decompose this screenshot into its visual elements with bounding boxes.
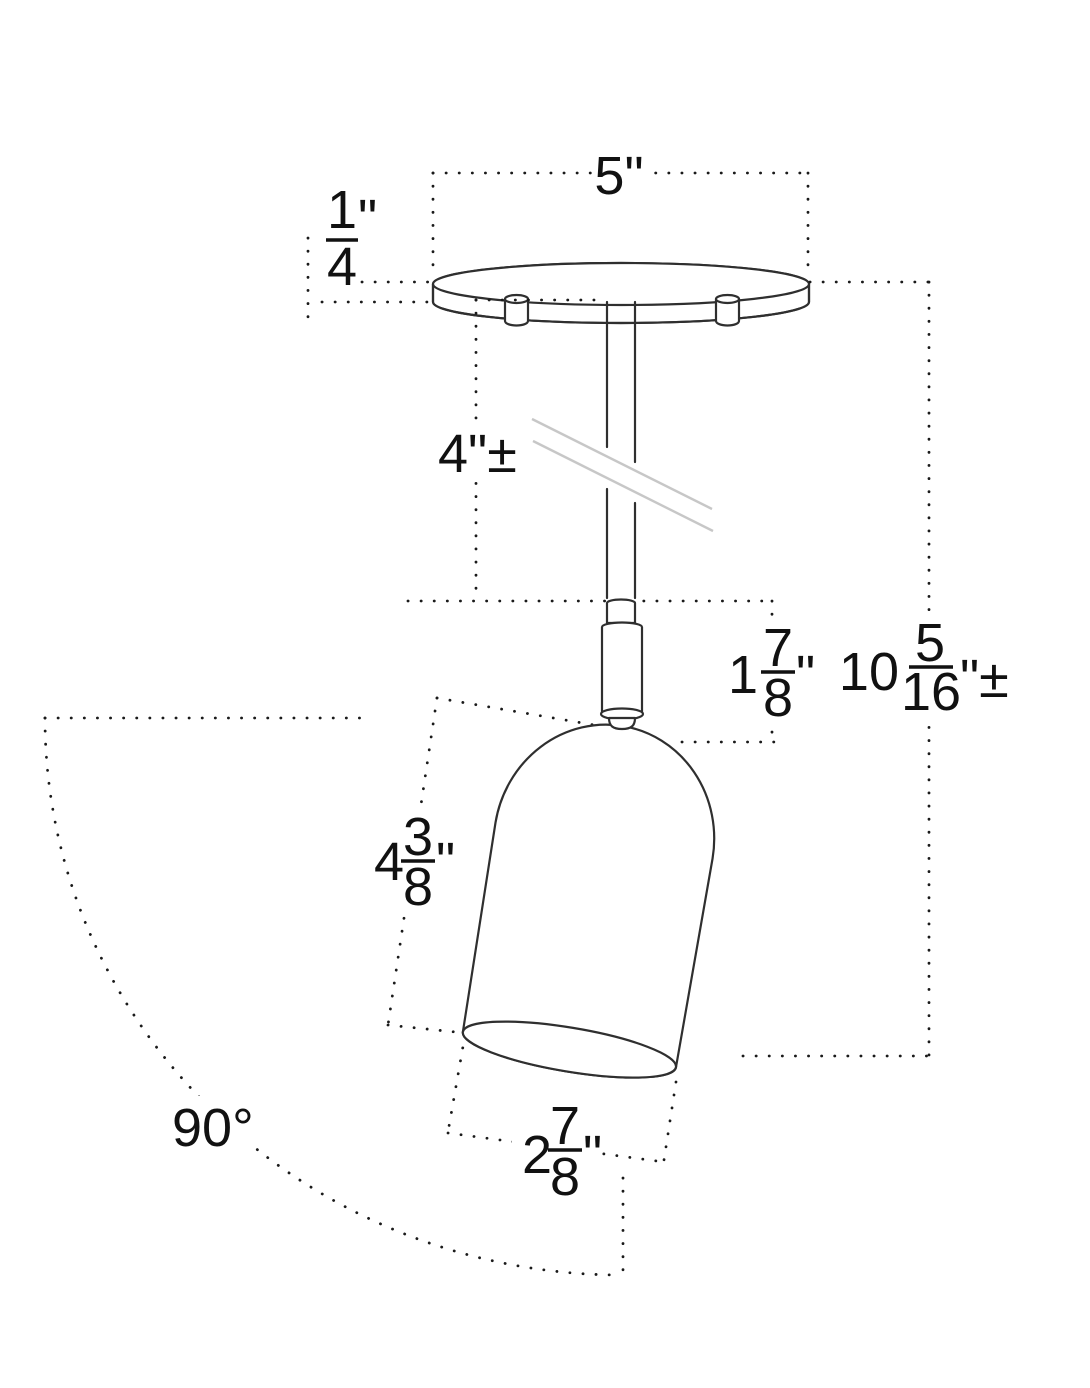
swivel-angle-label: 90° (172, 1098, 254, 1158)
stem-length-label: 4"± (438, 424, 517, 484)
shade-mouth (461, 1020, 678, 1079)
shade-box-top (435, 696, 602, 728)
shade (461, 723, 716, 1079)
joint-body (600, 621, 644, 717)
canopy-thickness-label: 1 4 " (326, 180, 377, 297)
length-break-mark (531, 417, 714, 533)
canopy-thickness-denominator: 4 (327, 237, 357, 297)
shade-diameter-ext-left (446, 1033, 467, 1134)
joint-length-whole: 1 (728, 645, 758, 705)
screw-post-right (714, 293, 741, 327)
joint-length-unit: " (796, 645, 815, 705)
swivel-joint (600, 598, 644, 717)
shade-height-whole: 4 (374, 832, 404, 892)
joint-length-denominator: 8 (763, 668, 793, 728)
canopy-thickness-numerator: 1 (327, 180, 357, 240)
canopy-thickness-unit: " (358, 189, 377, 249)
joint-collar (605, 598, 637, 625)
shade-height-numerator: 3 (403, 807, 433, 867)
overall-height-whole: 10 (839, 642, 899, 702)
stem (531, 300, 714, 600)
overall-height-numerator: 5 (915, 613, 945, 673)
joint-length-label: 1 7 8 " (728, 618, 815, 728)
shade-height-denominator: 8 (403, 857, 433, 917)
joint-knuckle (599, 707, 645, 731)
overall-height-unit: "± (960, 649, 1009, 709)
overall-height-denominator: 16 (901, 662, 961, 722)
shade-diameter-whole: 2 (522, 1125, 552, 1185)
shade-height-label: 4 3 8 " (374, 807, 455, 917)
canopy (431, 261, 811, 327)
dimension-lines (43, 171, 931, 1277)
shade-diameter-unit: " (583, 1125, 602, 1185)
canopy-width-label: 5" (594, 146, 643, 206)
overall-height-label: 10 5 16 "± (839, 613, 1009, 722)
shade-diameter-numerator: 7 (550, 1096, 580, 1156)
shade-diameter-label: 2 7 8 " (522, 1096, 602, 1207)
shade-diameter-denominator: 8 (550, 1147, 580, 1207)
shade-diameter-ext-right (662, 1080, 678, 1162)
shade-height-dim-line (386, 696, 439, 1027)
shade-height-unit: " (436, 832, 455, 892)
dimension-labels: 5" 1 4 " 4"± 1 7 8 " 10 5 16 "± (166, 146, 1013, 1207)
screw-post-left (503, 293, 530, 327)
shade-box-bottom (386, 1023, 467, 1035)
joint-length-numerator: 7 (763, 618, 793, 678)
